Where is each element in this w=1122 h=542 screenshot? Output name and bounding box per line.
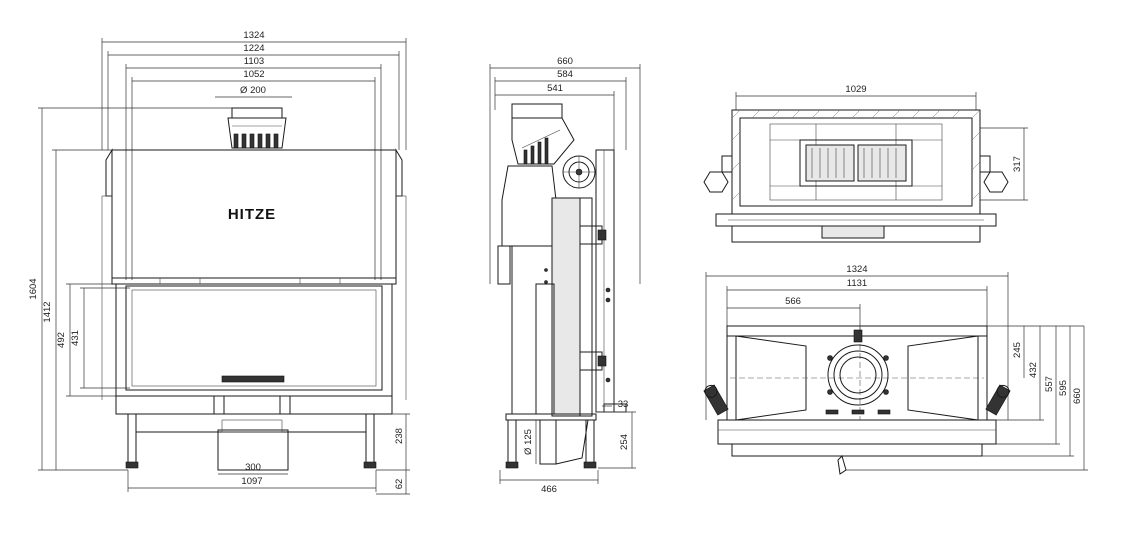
- front-body: HITZE: [101, 107, 407, 471]
- front-base-width-1097: 1097: [241, 476, 262, 487]
- front-bottom-dimensions: 300 1097 238 62: [127, 413, 410, 495]
- bottom-depth-595: 595: [1058, 380, 1069, 396]
- side-bottom-dimensions: 466 Ø 125 254 33: [499, 399, 636, 495]
- front-view: 1324 1224 1103 1052 Ø 200 1604 1412: [28, 30, 410, 495]
- bottom-depth-660: 660: [1072, 388, 1083, 404]
- front-door-height-492: 492: [56, 332, 67, 348]
- bottom-width-dimensions: 1324 1131 566: [705, 264, 1009, 420]
- front-top-dimensions: 1324 1224 1103 1052 Ø 200: [101, 30, 407, 280]
- left-clamp: [703, 384, 729, 416]
- front-left-dimensions: 1604 1412 492 431: [28, 107, 232, 471]
- brand-logo: HITZE: [228, 206, 276, 223]
- bottom-depth-432: 432: [1028, 362, 1039, 378]
- bottom-width-1131: 1131: [847, 278, 867, 289]
- bottom-body: [703, 325, 1011, 475]
- bottom-width-1324: 1324: [846, 264, 867, 275]
- grate-bars: [811, 148, 897, 178]
- front-dim-1103: 1103: [244, 56, 264, 67]
- top-depth-317: 317: [1012, 156, 1023, 172]
- right-hex-nut: [983, 171, 1009, 193]
- front-dim-1052: 1052: [243, 69, 264, 80]
- bottom-depth-245: 245: [1012, 342, 1023, 358]
- side-top-dimensions: 660 584 541: [489, 56, 641, 284]
- front-dim-1224: 1224: [243, 43, 264, 54]
- side-view: 660 584 541: [489, 56, 641, 495]
- front-dim-1324: 1324: [243, 30, 264, 41]
- front-height-1604: 1604: [28, 278, 39, 299]
- side-air-height-254: 254: [619, 434, 630, 450]
- elbow-ribs: [523, 137, 549, 165]
- side-bottom-466: 466: [541, 484, 557, 495]
- front-air-inlet-300: 300: [245, 462, 261, 473]
- side-dim-660: 660: [557, 56, 573, 67]
- right-clamp: [985, 384, 1011, 416]
- bottom-flue-outer: [827, 344, 889, 406]
- top-width-1029: 1029: [845, 84, 866, 95]
- front-base-height-238: 238: [394, 428, 405, 444]
- front-glass-height-431: 431: [70, 330, 81, 346]
- side-offset-33: 33: [618, 399, 629, 410]
- side-body: [497, 103, 627, 469]
- side-dim-541: 541: [547, 83, 563, 94]
- flue-ribs: [233, 133, 279, 149]
- bottom-view: 1324 1131 566: [703, 264, 1088, 475]
- bottom-center-566: 566: [785, 296, 801, 307]
- side-air-diameter: Ø 125: [523, 429, 534, 455]
- side-dim-584: 584: [557, 69, 573, 80]
- left-hex-nut: [703, 171, 729, 193]
- bottom-depth-dimensions: 245 432 557 595 660: [846, 325, 1088, 471]
- bottom-depth-557: 557: [1044, 376, 1055, 392]
- front-foot-height-62: 62: [394, 479, 405, 490]
- front-height-1412: 1412: [42, 301, 53, 322]
- top-body: [703, 109, 1009, 243]
- front-flue-diameter: Ø 200: [240, 85, 266, 96]
- top-hatch: [731, 109, 981, 201]
- top-view: 1029 317: [703, 84, 1028, 243]
